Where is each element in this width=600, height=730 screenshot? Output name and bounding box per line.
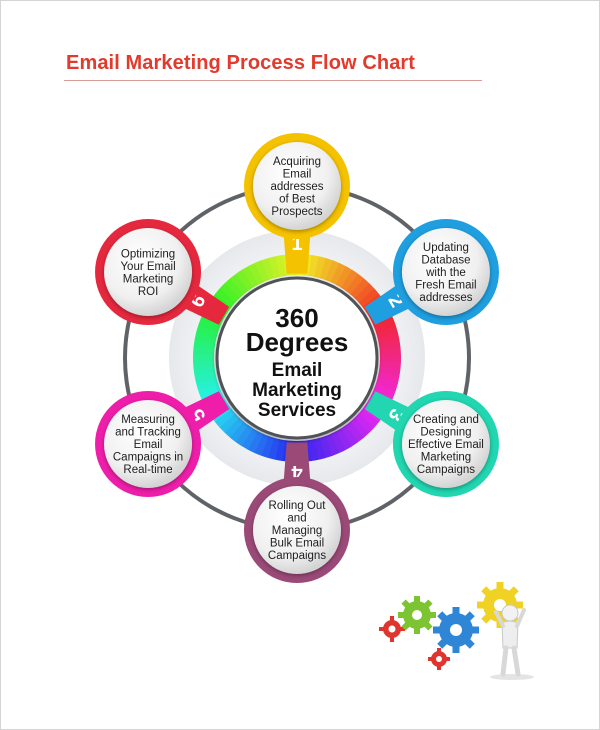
- step-3-line-1: Creating and: [413, 414, 479, 426]
- step-4-line-1: Rolling Out: [269, 500, 327, 512]
- step-2-line-1: Updating: [423, 242, 469, 254]
- step-bubble-6: [104, 228, 193, 316]
- step-1-line-2: Email: [283, 169, 312, 181]
- step-4-line-4: Bulk Email: [270, 538, 324, 550]
- green-gear-icon: [398, 596, 436, 634]
- step-2-line-2: Database: [421, 255, 470, 267]
- step-5-line-5: Real-time: [123, 464, 172, 476]
- step-1-line-1: Acquiring: [273, 156, 321, 168]
- step-4-line-5: Campaigns: [268, 550, 326, 562]
- center-marketing: Marketing: [252, 380, 342, 401]
- step-bubble-5: [104, 400, 193, 488]
- step-6-line-4: ROI: [138, 286, 158, 298]
- step-bubble-3: [401, 400, 490, 488]
- gears-illustration: [379, 582, 534, 680]
- small-red-gear-icon: [428, 648, 450, 670]
- step-6-line-2: Your Email: [120, 261, 175, 273]
- step-2-line-4: Fresh Email: [415, 280, 476, 292]
- red-gear-icon: [379, 616, 405, 642]
- blue-gear-icon: [433, 607, 479, 653]
- step-3-line-4: Marketing: [421, 452, 472, 464]
- page-title: Email Marketing Process Flow Chart: [66, 52, 416, 74]
- step-number-1: 1: [291, 233, 302, 255]
- step-1-line-5: Prospects: [271, 206, 322, 218]
- step-2-line-3: with the: [425, 267, 466, 279]
- step-bubble-1: [253, 142, 341, 230]
- center-degrees: Degrees: [246, 327, 349, 357]
- step-bubble-2: [401, 228, 490, 316]
- step-2-line-5: addresses: [419, 292, 472, 304]
- step-6-line-3: Marketing: [123, 273, 174, 285]
- step-6-line-1: Optimizing: [121, 248, 175, 260]
- step-5-line-1: Measuring: [121, 414, 175, 426]
- center-email: Email: [272, 360, 323, 381]
- title-underline: [64, 80, 482, 81]
- step-3-line-5: Campaigns: [417, 464, 475, 476]
- step-bubble-4: [253, 486, 341, 574]
- step-5-line-3: Email: [134, 439, 163, 451]
- step-5-line-2: and Tracking: [115, 427, 181, 439]
- step-1-line-3: addresses: [270, 181, 323, 193]
- step-1-line-4: of Best: [279, 194, 316, 206]
- step-4-line-3: Managing: [272, 525, 323, 537]
- center-services: Services: [258, 400, 336, 421]
- center-360: 360: [275, 303, 318, 333]
- step-5-line-4: Campaigns in: [113, 452, 183, 464]
- step-3-line-3: Effective Email: [408, 439, 484, 451]
- person-figure-icon: [490, 604, 534, 680]
- step-3-line-2: Designing: [420, 427, 471, 439]
- center-circle: [215, 276, 379, 440]
- step-4-line-2: and: [287, 513, 306, 525]
